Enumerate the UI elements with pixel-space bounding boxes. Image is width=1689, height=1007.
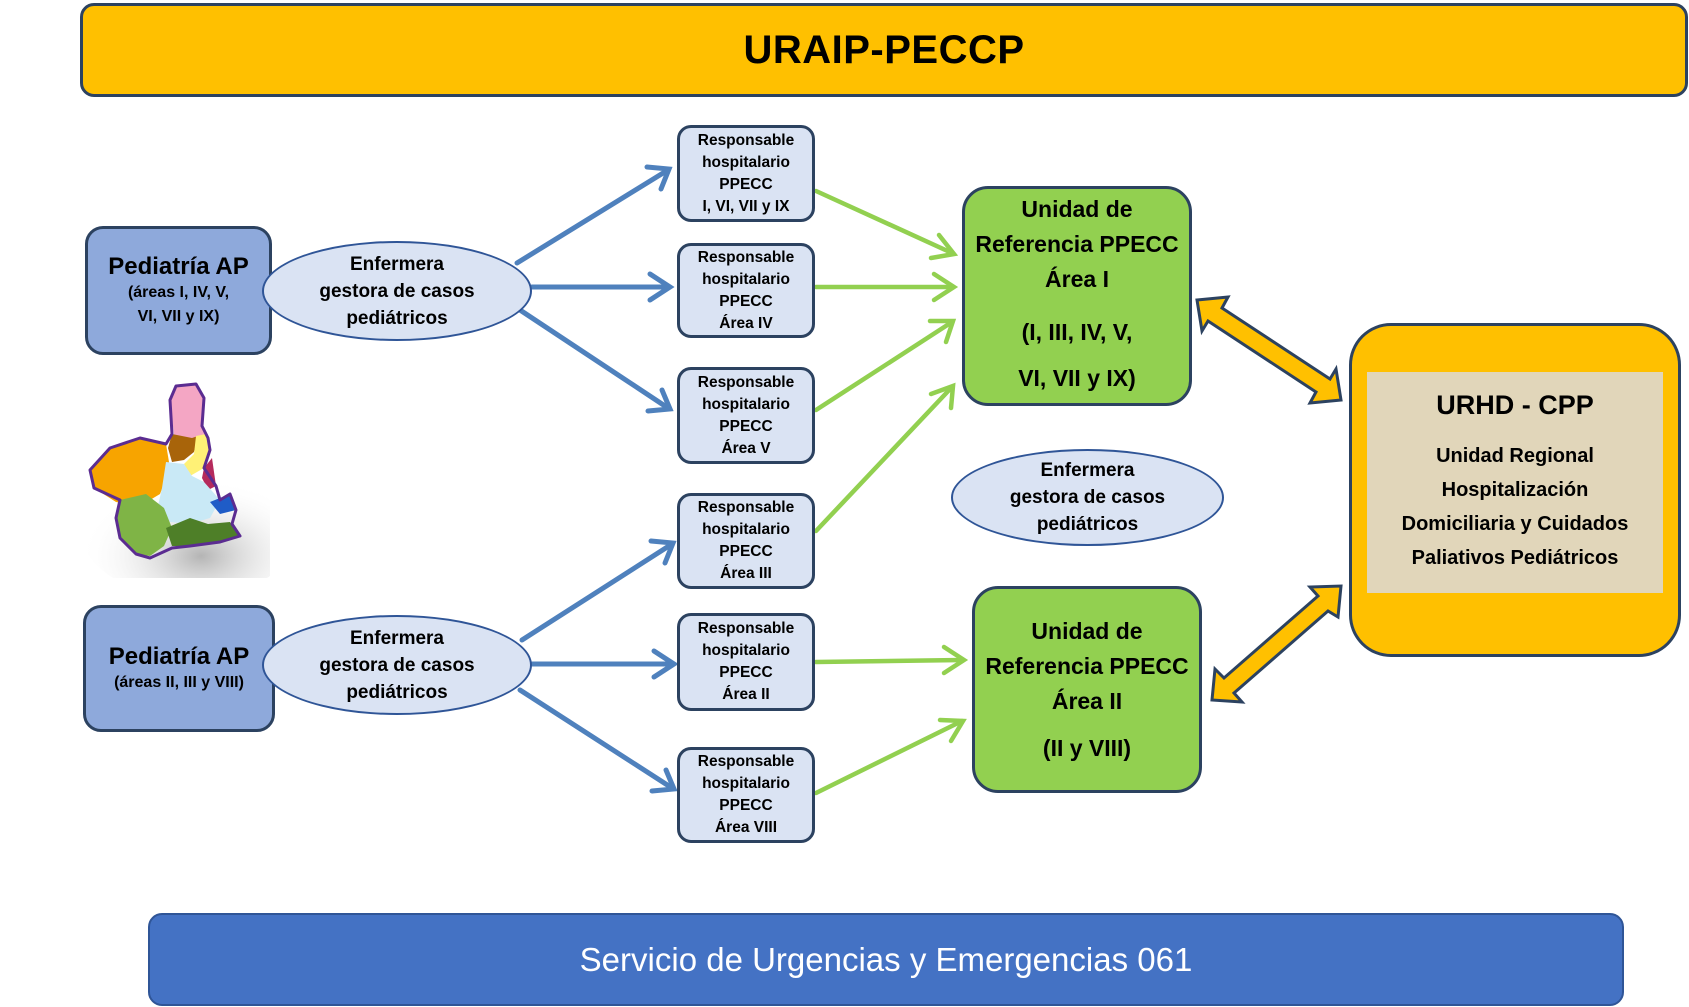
unidad-referencia-area-ii: Unidad de Referencia PPECC Área II (II y… — [972, 586, 1202, 793]
double-arrow-unidad-ii-urhd — [1210, 584, 1343, 704]
unidad-areas-line: VI, VII y IX) — [1018, 364, 1136, 391]
blue-arrow — [529, 271, 675, 303]
responsable-line: Responsable — [697, 753, 795, 770]
uraip-peccp-header: URAIP-PECCP — [80, 3, 1688, 97]
responsable-line: Área III — [720, 565, 772, 582]
green-arrow — [813, 382, 956, 534]
responsable-line: PPECC — [719, 543, 773, 560]
enfermera-line: pediátricos — [1036, 514, 1139, 535]
unidad-line: Área I — [1045, 265, 1109, 292]
enfermera-gestora-ellipse-3: Enfermera gestora de casos pediátricos — [951, 449, 1224, 546]
header-title: URAIP-PECCP — [743, 27, 1025, 72]
responsable-line: Responsable — [697, 620, 795, 637]
enfermera-line: Enfermera — [1040, 460, 1135, 481]
pediatria-title: Pediatría AP — [108, 252, 249, 280]
responsable-line: PPECC — [719, 417, 773, 435]
responsable-box-3: Responsable hospitalario PPECC Área V — [677, 367, 815, 464]
pediatria-areas-line: VI, VII y IX) — [137, 307, 220, 325]
blue-arrow — [529, 648, 679, 680]
pediatria-ap-box-2: Pediatría AP (áreas II, III y VIII) — [83, 605, 275, 732]
pediatria-areas-line: (áreas I, IV, V, — [127, 283, 230, 301]
enfermera-line: gestora de casos — [319, 654, 475, 676]
responsable-line: hospitalario — [702, 395, 790, 413]
responsable-line: I, VI, VII y IX — [702, 197, 790, 215]
unidad-referencia-area-i: Unidad de Referencia PPECC Área I (I, II… — [962, 186, 1192, 406]
responsable-box-6: Responsable hospitalario PPECC Área VIII — [677, 747, 815, 843]
urhd-line: Domiciliaria y Cuidados — [1401, 513, 1629, 535]
enfermera-gestora-ellipse-1: Enfermera gestora de casos pediátricos — [262, 241, 532, 341]
unidad-line: Unidad de — [1021, 195, 1133, 222]
blue-arrow — [517, 307, 674, 414]
enfermera-line: gestora de casos — [319, 280, 475, 302]
double-arrow-unidad-i-urhd — [1195, 295, 1343, 405]
footer-label: Servicio de Urgencias y Emergencias 061 — [579, 940, 1193, 978]
enfermera-line: Enfermera — [350, 627, 444, 649]
blue-arrow — [517, 687, 678, 794]
responsable-line: hospitalario — [702, 775, 790, 792]
responsable-box-4: Responsable hospitalario PPECC Área III — [677, 493, 815, 589]
green-arrow — [813, 644, 969, 676]
responsable-line: hospitalario — [702, 270, 790, 288]
urhd-cpp-panel: URHD - CPP Unidad Regional Hospitalizaci… — [1367, 372, 1663, 593]
responsable-line: Responsable — [697, 499, 795, 516]
enfermera-line: pediátricos — [346, 681, 448, 703]
urhd-title: URHD - CPP — [1436, 390, 1594, 420]
green-arrow — [813, 271, 959, 303]
responsable-line: Responsable — [697, 373, 795, 391]
pediatria-areas-line: (áreas II, III y VIII) — [114, 673, 244, 691]
responsable-line: PPECC — [719, 797, 773, 814]
green-arrow — [813, 717, 967, 796]
blue-arrow — [514, 164, 673, 266]
pediatria-title: Pediatría AP — [108, 642, 250, 670]
urhd-line: Unidad Regional — [1436, 445, 1594, 467]
responsable-line: hospitalario — [702, 153, 790, 171]
responsable-line: Área V — [721, 439, 771, 457]
enfermera-gestora-ellipse-2: Enfermera gestora de casos pediátricos — [262, 615, 532, 715]
responsable-box-1: Responsable hospitalario PPECC I, VI, VI… — [677, 125, 815, 222]
responsable-line: Responsable — [697, 131, 795, 149]
responsable-line: Responsable — [697, 248, 795, 266]
responsable-line: hospitalario — [702, 521, 790, 538]
enfermera-line: pediátricos — [346, 307, 448, 329]
blue-arrow — [519, 538, 677, 643]
responsable-line: Área VIII — [714, 819, 778, 836]
responsable-line: Área IV — [719, 314, 773, 332]
responsable-line: PPECC — [719, 175, 773, 193]
unidad-line: Referencia PPECC — [975, 230, 1179, 257]
unidad-line: Área II — [1051, 687, 1123, 714]
responsable-line: hospitalario — [702, 642, 790, 659]
green-arrow — [813, 318, 957, 413]
servicio-urgencias-061-banner: Servicio de Urgencias y Emergencias 061 — [148, 913, 1624, 1006]
responsable-line: Área II — [722, 686, 770, 703]
unidad-line: Referencia PPECC — [985, 652, 1189, 679]
pediatria-ap-box-1: Pediatría AP (áreas I, IV, V, VI, VII y … — [85, 226, 272, 355]
enfermera-line: Enfermera — [350, 253, 444, 275]
responsable-box-2: Responsable hospitalario PPECC Área IV — [677, 243, 815, 338]
urhd-line: Hospitalización — [1441, 479, 1589, 501]
responsable-box-5: Responsable hospitalario PPECC Área II — [677, 613, 815, 711]
unidad-line: Unidad de — [1031, 617, 1143, 644]
responsable-line: PPECC — [719, 292, 773, 310]
urhd-line: Paliativos Pediátricos — [1411, 547, 1619, 569]
green-arrow — [813, 188, 959, 261]
murcia-region-map-icon — [80, 382, 270, 578]
responsable-line: PPECC — [719, 664, 773, 681]
unidad-areas-line: (II y VIII) — [1042, 734, 1132, 761]
unidad-areas-line: (I, III, IV, V, — [1021, 318, 1133, 345]
enfermera-line: gestora de casos — [1009, 487, 1166, 508]
